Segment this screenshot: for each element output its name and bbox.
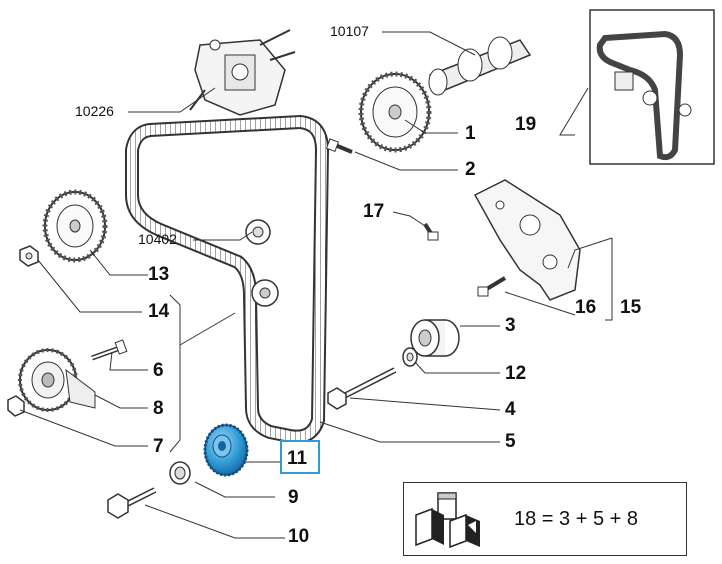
callout-8: 8 — [153, 398, 164, 419]
callout-12: 12 — [505, 363, 527, 384]
callout-5: 5 — [505, 431, 516, 452]
callout-6: 6 — [153, 360, 164, 381]
callout-17: 17 — [363, 201, 385, 222]
callout-14: 14 — [148, 301, 170, 322]
highlight-box-11 — [280, 440, 320, 474]
callout-1: 1 — [465, 123, 476, 144]
callout-9: 9 — [288, 487, 299, 508]
leader-lines — [19, 31, 613, 539]
belt-idler — [251, 279, 279, 307]
callout-4: 4 — [505, 399, 516, 420]
callout-3: 3 — [505, 315, 516, 336]
bolt-10 — [107, 487, 157, 519]
nut-7 — [7, 395, 25, 417]
tensioner-8 — [18, 348, 96, 412]
callout-16: 16 — [575, 297, 597, 318]
callout-10: 10 — [288, 526, 310, 547]
kit-formula: 18 = 3 + 5 + 8 — [514, 508, 638, 530]
callout-2: 2 — [465, 159, 476, 180]
callout-7: 7 — [153, 436, 164, 457]
inset-19-frame — [589, 9, 715, 165]
stud-6 — [91, 339, 128, 361]
bracket-16 — [473, 179, 581, 301]
tensioner-10402 — [245, 219, 271, 245]
cam-pulley-1 — [358, 71, 432, 153]
callout-10226: 10226 — [75, 103, 114, 119]
bolt-16-fastener — [477, 276, 507, 297]
inset-19-drawing — [596, 30, 692, 161]
kit-box: 18 = 3 + 5 + 8 — [403, 482, 687, 556]
callout-10402: 10402 — [138, 231, 177, 247]
crank-pulley-11 — [203, 423, 249, 477]
parts-kit-boxes-icon — [415, 492, 480, 549]
callout-19: 19 — [515, 114, 537, 135]
washer-9 — [169, 461, 191, 485]
callout-11: 11 — [287, 448, 308, 469]
pulley-13 — [42, 189, 108, 263]
bolt-17 — [423, 222, 439, 241]
bolt-4 — [327, 367, 397, 410]
washer-12 — [402, 347, 418, 367]
camshaft-10107 — [428, 36, 532, 96]
callout-13: 13 — [148, 264, 170, 285]
bolt-2 — [325, 138, 353, 154]
pump-10226 — [189, 29, 296, 116]
idler-3 — [410, 319, 460, 357]
timing-belt — [125, 114, 330, 444]
nut-14 — [19, 245, 39, 267]
callout-10107: 10107 — [330, 23, 369, 39]
callout-15: 15 — [620, 297, 642, 318]
